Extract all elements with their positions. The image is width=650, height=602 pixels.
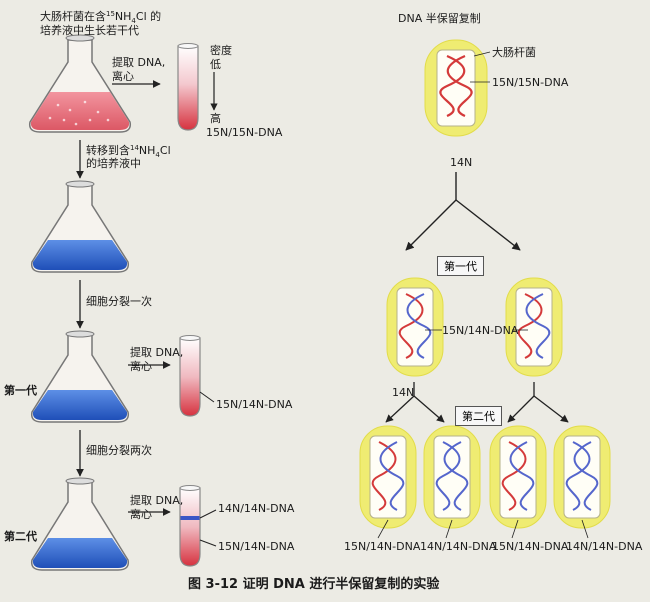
cell-gen1-right	[505, 277, 563, 377]
tube3-pointer-heavy	[199, 539, 217, 547]
gen2-dna-label-3: 15N/14N-DNA	[492, 540, 569, 553]
gen1-label-left: 第一代	[4, 384, 37, 397]
flask-transfer	[30, 180, 130, 273]
tube1-band-label: 15N/15N-DNA	[206, 126, 283, 139]
density-label: 密度	[210, 44, 232, 57]
centrifuge-label-3: 离心	[130, 508, 152, 521]
cell-gen2-2	[423, 425, 481, 529]
title-line2: 培养液中生长若干代	[40, 24, 139, 37]
flask-gen1	[30, 330, 130, 423]
gen2-label-left: 第二代	[4, 530, 37, 543]
divide-once-label: 细胞分裂一次	[86, 295, 152, 308]
gen1-box: 第一代	[437, 256, 484, 276]
cell-gen2-4	[553, 425, 611, 529]
figure-caption: 图 3-12 证明 DNA 进行半保留复制的实验	[188, 577, 440, 592]
n14-label-a: 14N	[450, 156, 473, 169]
title-line1: 大肠杆菌在含15NH4Cl 的	[40, 10, 162, 26]
tube-1	[177, 43, 199, 131]
n14-label-b: 14N	[392, 386, 415, 399]
cell-gen1-left	[386, 277, 444, 377]
density-high: 高	[210, 112, 221, 125]
gen2-dna-label-4: 14N/14N-DNA	[566, 540, 643, 553]
tube-2	[179, 335, 201, 417]
ecoli-label: 大肠杆菌	[492, 46, 536, 59]
cell-gen2-1	[359, 425, 417, 529]
extract-label-3: 提取 DNA,	[130, 494, 184, 507]
gen2-pointers	[377, 519, 589, 539]
cell-gen2-3	[489, 425, 547, 529]
tube-3	[179, 485, 201, 567]
centrifuge-label-1: 离心	[112, 70, 134, 83]
flask-15n	[28, 34, 132, 133]
gen2-box: 第二代	[455, 406, 502, 426]
centrifuge-label-2: 离心	[130, 360, 152, 373]
extract-label-2: 提取 DNA,	[130, 346, 184, 359]
flask-gen2	[30, 477, 130, 571]
divide-twice-label: 细胞分裂两次	[86, 444, 152, 457]
branch-2	[385, 382, 569, 423]
gen1-dna-label: 15N/14N-DNA	[442, 324, 519, 337]
tube3-pointer-light	[199, 509, 217, 519]
parent-dna-label: 15N/15N-DNA	[492, 76, 569, 89]
tube2-band-label: 15N/14N-DNA	[216, 398, 293, 411]
branch-1	[405, 172, 521, 251]
right-title: DNA 半保留复制	[398, 12, 481, 25]
transfer-line2: 的培养液中	[86, 157, 141, 170]
density-low: 低	[210, 58, 221, 71]
gen2-dna-label-2: 14N/14N-DNA	[420, 540, 497, 553]
gen2-dna-label-1: 15N/14N-DNA	[344, 540, 421, 553]
tube2-pointer	[199, 391, 215, 403]
cell-parent	[424, 39, 488, 137]
tube3-heavy-label: 15N/14N-DNA	[218, 540, 295, 553]
ecoli-pointer	[473, 51, 491, 57]
transfer-line1: 转移到含14NH4Cl	[86, 144, 171, 160]
tube3-light-label: 14N/14N-DNA	[218, 502, 295, 515]
extract-label-1: 提取 DNA,	[112, 56, 166, 69]
